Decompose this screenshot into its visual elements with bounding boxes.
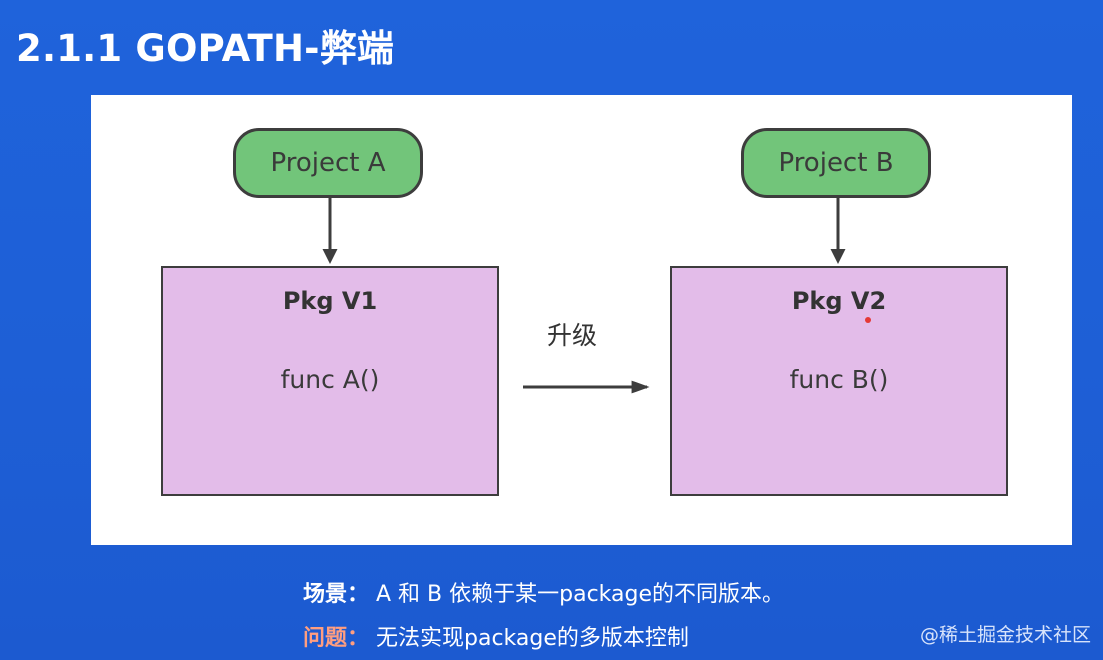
pkg-v1-title: Pkg V1 — [282, 287, 378, 315]
pkg-v2-title: Pkg V2 — [791, 287, 887, 315]
caption-problem-text: 无法实现package的多版本控制 — [376, 626, 689, 651]
project-a-node: Project A — [233, 128, 423, 198]
project-b-node: Project B — [741, 128, 931, 198]
pkg-v1-node: Pkg V1 func A() — [161, 266, 499, 496]
project-a-label: Project A — [270, 148, 386, 178]
pointer-dot-icon — [865, 317, 871, 323]
project-b-label: Project B — [778, 148, 894, 178]
caption-problem: 问题： 无法实现package的多版本控制 — [303, 620, 689, 652]
pkg-v2-node: Pkg V2 func B() — [670, 266, 1008, 496]
pkg-v1-func: func A() — [280, 365, 380, 394]
diagram-panel: Project A Project B Pkg V1 func A() Pkg … — [91, 95, 1072, 545]
slide-title: 2.1.1 GOPATH-弊端 — [16, 27, 395, 70]
caption-scene: 场景： A 和 B 依赖于某一package的不同版本。 — [303, 576, 784, 608]
caption-problem-key: 问题： — [303, 626, 370, 651]
watermark: @稀土掘金技术社区 — [920, 624, 1092, 646]
caption-scene-key: 场景： — [303, 582, 370, 607]
upgrade-label: 升级 — [547, 321, 598, 350]
diagram-connectors — [322, 198, 846, 394]
pkg-v2-func: func B() — [789, 365, 889, 394]
caption-scene-text: A 和 B 依赖于某一package的不同版本。 — [376, 582, 785, 607]
